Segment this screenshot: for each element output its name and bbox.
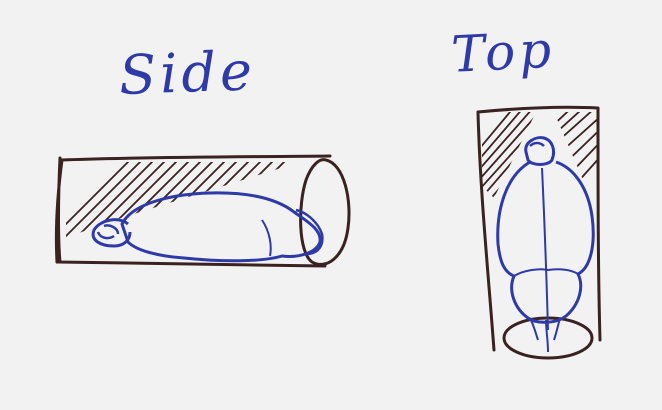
- top-animal-spine: [542, 168, 548, 330]
- top-animal-nose: [530, 143, 544, 146]
- side-shadow-hatching: [40, 150, 296, 250]
- side-tube-opening: [301, 160, 349, 265]
- side-animal-fold: [262, 220, 271, 256]
- top-shadow-hatching-right: [548, 100, 610, 184]
- side-view-sketch: [40, 150, 349, 266]
- side-animal-snout: [98, 225, 118, 238]
- side-tube-outline: [56, 156, 330, 266]
- top-animal-head: [526, 138, 554, 165]
- top-shadow-hatching-left: [470, 100, 576, 204]
- side-animal-body: [122, 193, 320, 261]
- top-view-sketch: [470, 100, 610, 358]
